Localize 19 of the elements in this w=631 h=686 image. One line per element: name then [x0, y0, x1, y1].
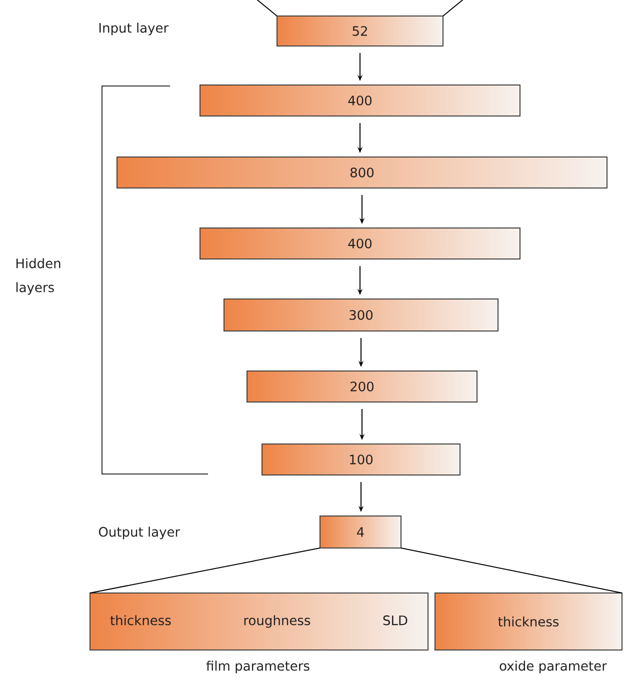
layer-label: film parameters	[206, 660, 310, 674]
layer-label: Input layer	[99, 22, 169, 36]
layer-box: 100	[262, 444, 460, 476]
layer-box: thickness roughness SLD	[90, 592, 428, 650]
line	[254, 0, 278, 16]
layer-box: 400	[200, 84, 520, 116]
line	[90, 548, 320, 594]
layer-box: 300	[224, 298, 498, 332]
layer-label: Output layer	[98, 526, 180, 540]
layer-box: 52	[276, 16, 444, 46]
layer-box: 400	[200, 228, 520, 260]
layer-box: 800	[116, 156, 608, 188]
line	[442, 0, 466, 16]
layer-box: 4	[320, 516, 402, 548]
bracket-label: Hidden layers	[16, 258, 60, 295]
line	[400, 548, 622, 594]
layer-label: oxide parameter	[500, 660, 607, 674]
layer-box: thickness	[434, 592, 622, 650]
layer-box: 200	[246, 370, 478, 402]
